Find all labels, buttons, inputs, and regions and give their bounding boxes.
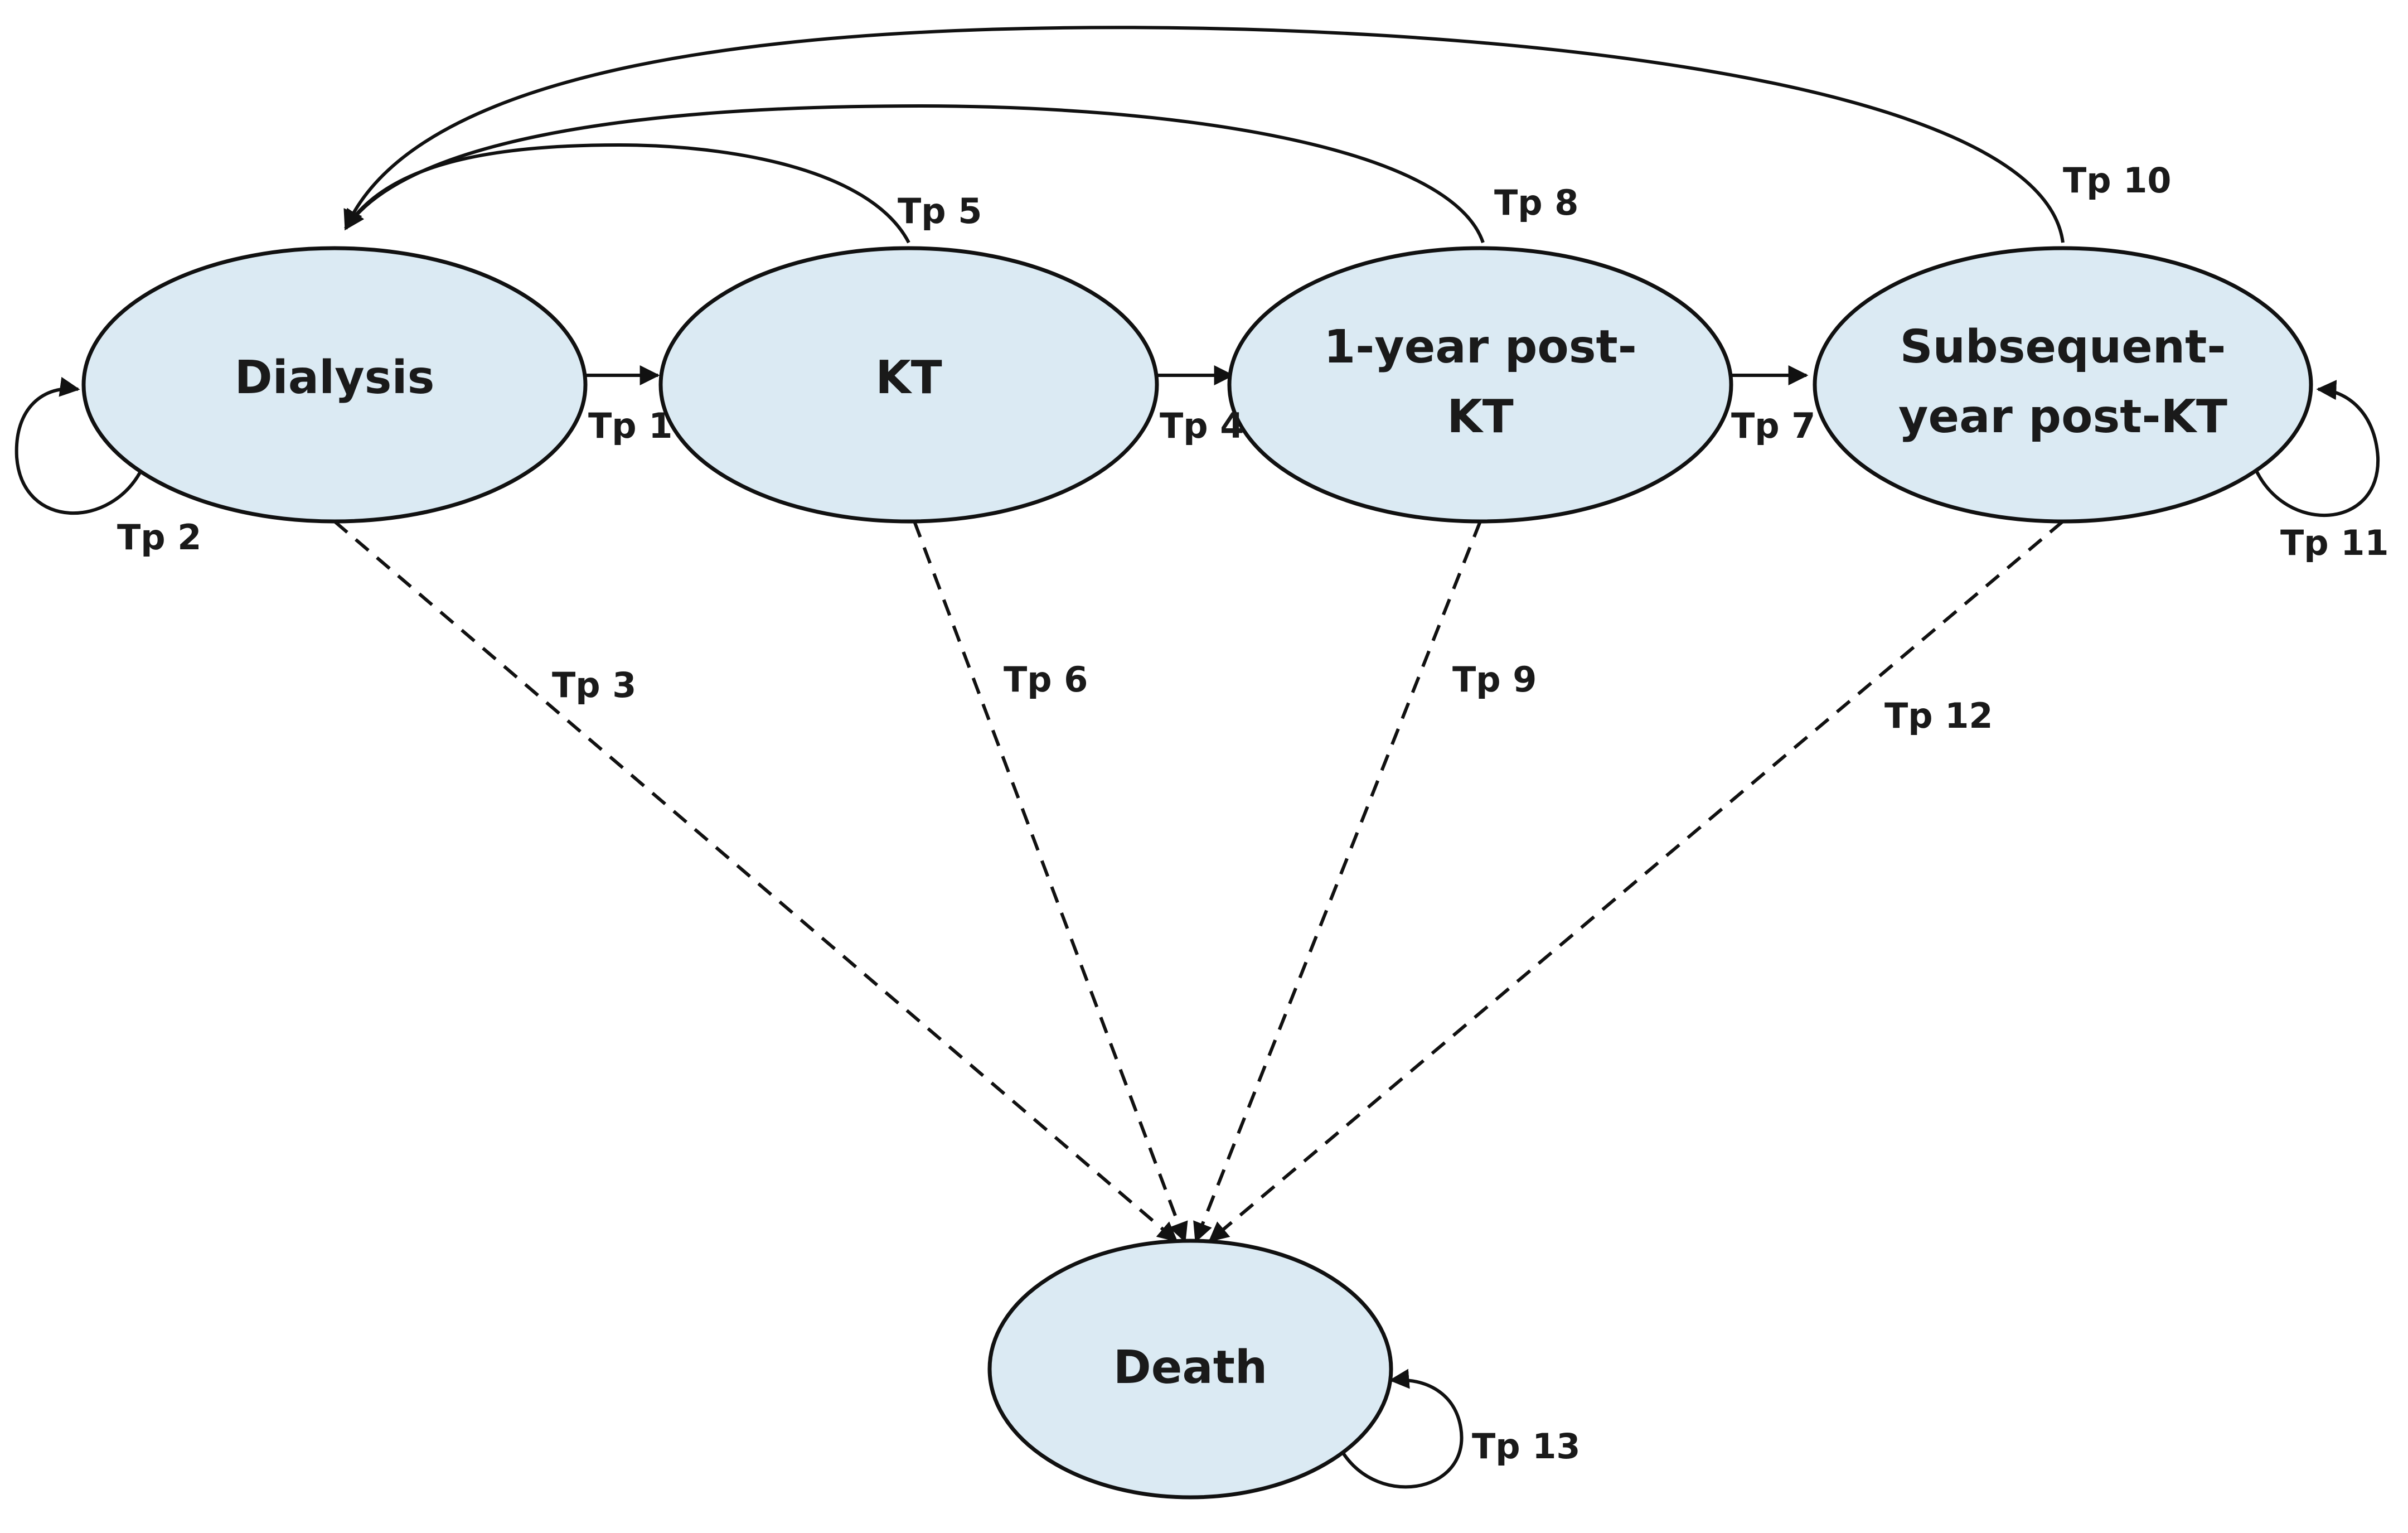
edge-tp8 — [344, 104, 1485, 243]
tp10-label: Tp 10 — [2063, 160, 2172, 201]
state-death-label: Death — [1113, 1341, 1268, 1394]
edge-tp13 — [1336, 1368, 1464, 1489]
tp13-label: Tp 13 — [1472, 1426, 1581, 1467]
edge-tp9 — [1193, 520, 1482, 1243]
edge-tp2 — [14, 376, 144, 515]
state-one-year-post-kt: 1-year post- KT — [1227, 246, 1733, 524]
state-kt-label: KT — [875, 351, 942, 404]
state-kt: KT — [658, 246, 1159, 524]
state-subsequent-year-post-kt-label-line1: Subsequent- — [1900, 321, 2226, 374]
tp4-label: Tp 4 — [1160, 405, 1244, 446]
state-subsequent-year-post-kt: Subsequent- year post-KT — [1813, 246, 2313, 524]
tp2-label: Tp 2 — [117, 517, 201, 558]
tp8-label: Tp 8 — [1494, 182, 1578, 223]
state-death: Death — [987, 1239, 1393, 1500]
edge-tp6 — [913, 520, 1188, 1243]
edge-tp11 — [2254, 380, 2380, 518]
tp1-label: Tp 1 — [588, 405, 672, 446]
tp9-label: Tp 9 — [1452, 659, 1537, 700]
edge-tp3 — [333, 520, 1178, 1242]
tp5-label: Tp 5 — [898, 191, 982, 231]
edge-tp10 — [343, 26, 2065, 243]
tp7-label: Tp 7 — [1731, 405, 1815, 446]
state-one-year-post-kt-label-line1: 1-year post- — [1324, 321, 1637, 374]
state-one-year-post-kt-label-line2: KT — [1447, 390, 1514, 443]
edge-tp5 — [344, 143, 910, 244]
state-dialysis: Dialysis — [81, 246, 588, 524]
tp11-label: Tp 11 — [2280, 523, 2389, 563]
state-subsequent-year-post-kt-label-line2: year post-KT — [1898, 390, 2227, 443]
state-dialysis-label: Dialysis — [235, 351, 435, 404]
tp3-label: Tp 3 — [552, 665, 636, 705]
tp12-label: Tp 12 — [1884, 695, 1993, 736]
edge-tp12 — [1208, 520, 2064, 1242]
tp6-label: Tp 6 — [1004, 659, 1088, 700]
